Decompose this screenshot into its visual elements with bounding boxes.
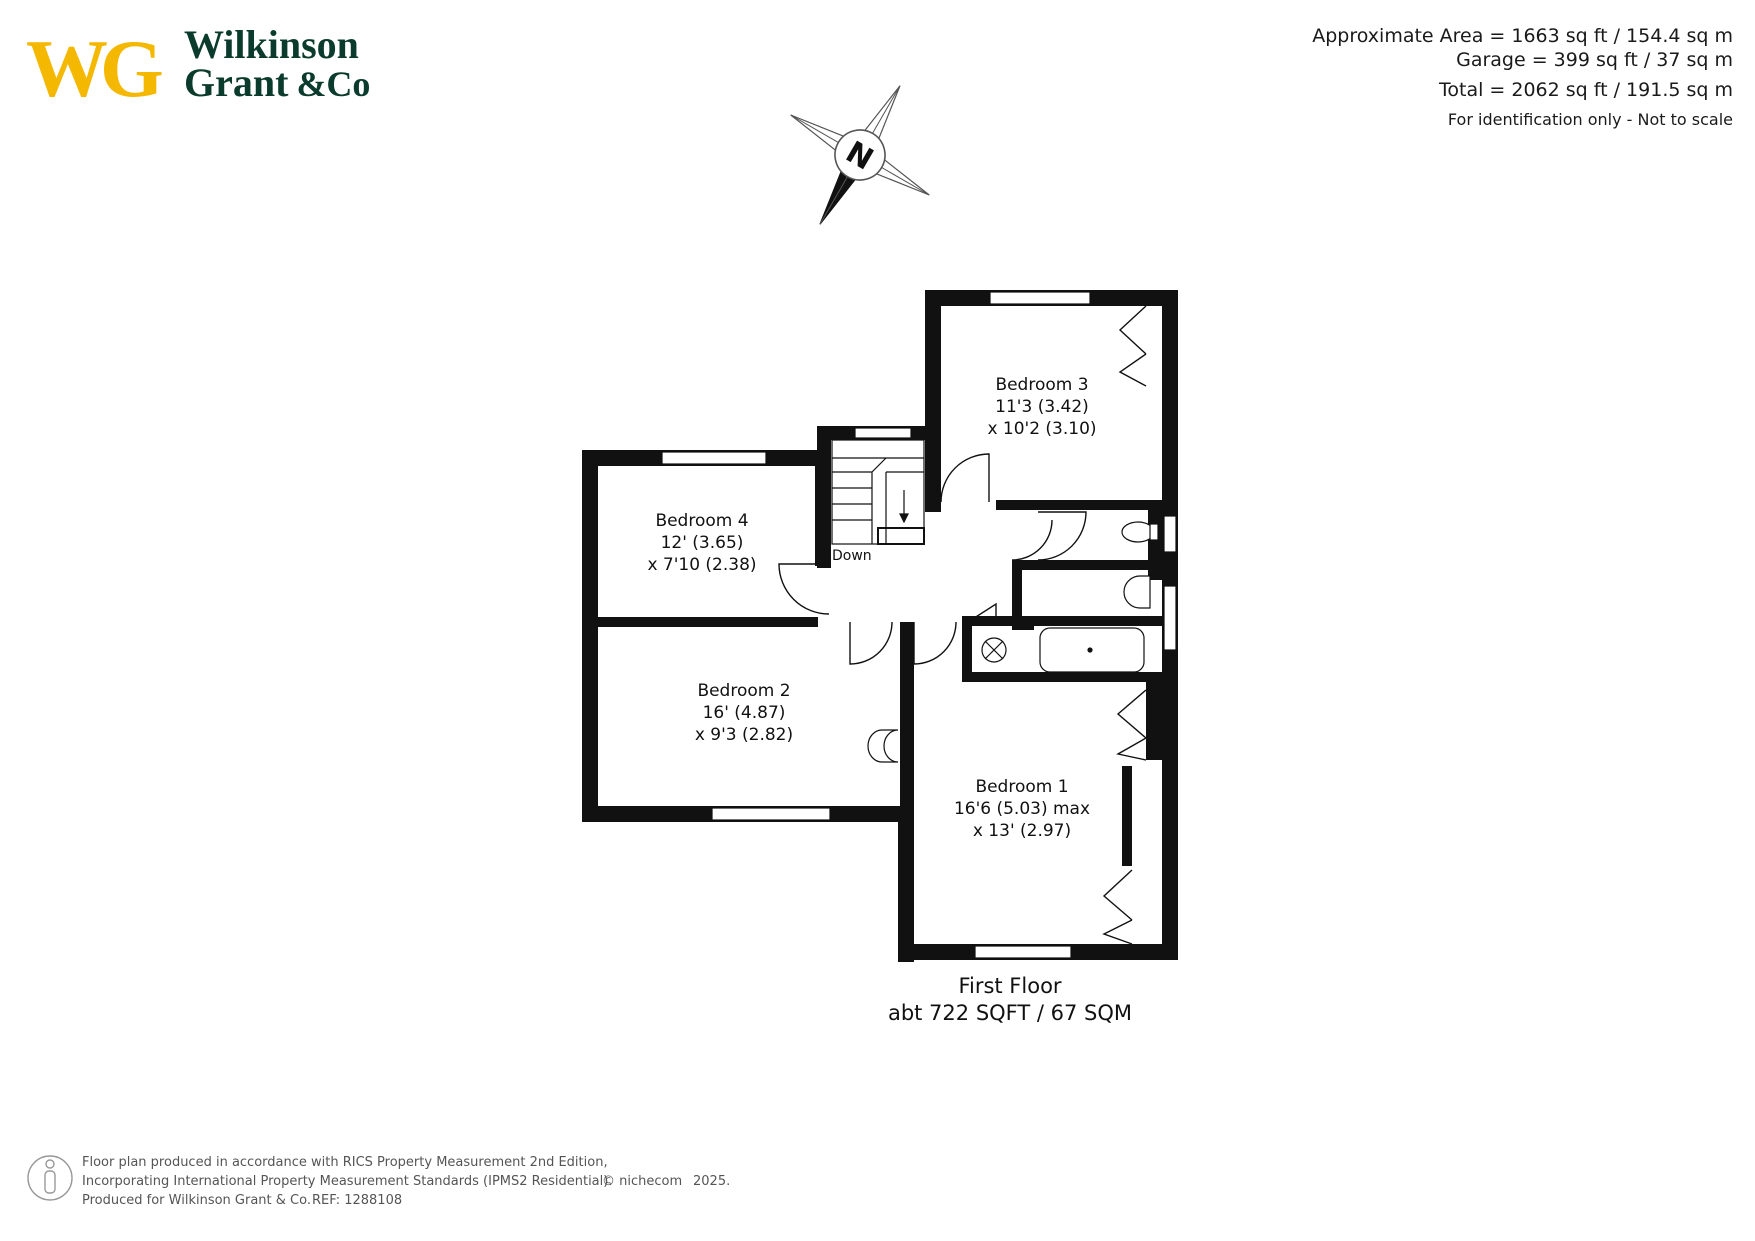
door-bedroom2 xyxy=(849,621,893,665)
scale-disclaimer: For identification only - Not to scale xyxy=(1448,110,1733,129)
floor-plan: Down Bedroom 3 11'3 (3.42) x 10'2 xyxy=(582,290,1178,1025)
door-bedroom4 xyxy=(778,563,830,615)
bedroom2-name: Bedroom 2 xyxy=(697,681,790,701)
bedroom1-dim2: x 13' (2.97) xyxy=(973,821,1071,841)
windows xyxy=(661,291,1177,959)
window-bedroom1 xyxy=(974,945,1072,959)
bedroom3-dim1: 11'3 (3.42) xyxy=(995,397,1089,417)
window-wc xyxy=(1163,515,1177,553)
bedroom4-name: Bedroom 4 xyxy=(655,511,748,531)
toilet-icon xyxy=(1121,521,1155,543)
floor-caption: First Floor abt 722 SQFT / 67 SQM xyxy=(888,974,1132,1025)
logo-name-grant: Grant xyxy=(184,60,289,105)
logo-name-co: &Co xyxy=(296,64,370,104)
window-bathroom xyxy=(1163,585,1177,651)
door-bedroom3 xyxy=(940,453,990,503)
footer-line2: Incorporating International Property Mea… xyxy=(82,1174,612,1189)
wardrobe-doors xyxy=(1102,305,1147,945)
total-area: Total = 2062 sq ft / 191.5 sq m xyxy=(1438,79,1733,101)
approximate-area: Approximate Area = 1663 sq ft / 154.4 sq… xyxy=(1312,25,1733,47)
room-labels: Bedroom 3 11'3 (3.42) x 10'2 (3.10) Bedr… xyxy=(647,375,1096,841)
door-wc xyxy=(1037,511,1087,561)
footer-year: 2025. xyxy=(693,1174,730,1189)
bedroom1-name: Bedroom 1 xyxy=(975,777,1068,797)
footer-ref: REF: 1288108 xyxy=(312,1193,402,1208)
bedroom2-dim1: 16' (4.87) xyxy=(703,703,786,723)
door-ensuite xyxy=(1011,519,1053,561)
footer-line3: Produced for Wilkinson Grant & Co. xyxy=(82,1193,311,1208)
door-bedroom1 xyxy=(913,621,957,665)
bedroom4-dim2: x 7'10 (2.38) xyxy=(647,555,756,575)
staircase xyxy=(831,439,925,545)
fixtures xyxy=(867,521,1159,763)
door-cupboard xyxy=(967,602,997,623)
window-bedroom2 xyxy=(711,807,831,821)
bedroom4-dim1: 12' (3.65) xyxy=(661,533,744,553)
compass-rose-icon: N xyxy=(790,85,930,225)
walls xyxy=(582,290,1178,962)
window-stairs xyxy=(854,427,912,439)
sink-ensuite-icon xyxy=(1123,575,1151,609)
bedroom3-dim2: x 10'2 (3.10) xyxy=(987,419,1096,439)
stairs-down-label: Down xyxy=(832,548,872,564)
doors xyxy=(778,453,1087,665)
footer-copyright: © nichecom xyxy=(602,1174,682,1189)
footer: Floor plan produced in accordance with R… xyxy=(27,1155,730,1208)
garage-area: Garage = 399 sq ft / 37 sq m xyxy=(1456,49,1733,71)
logo-name-line2: Grant&Co xyxy=(184,60,370,105)
sink-bedroom2-icon xyxy=(867,729,899,763)
footer-line1: Floor plan produced in accordance with R… xyxy=(82,1155,608,1170)
window-bedroom4 xyxy=(661,451,767,465)
area-summary: Approximate Area = 1663 sq ft / 154.4 sq… xyxy=(1312,25,1733,129)
logo-name-line1: Wilkinson xyxy=(184,22,359,67)
floor-area: abt 722 SQFT / 67 SQM xyxy=(888,1001,1132,1025)
window-bedroom3 xyxy=(989,291,1091,305)
bedroom1-dim1: 16'6 (5.03) max xyxy=(954,799,1090,819)
floor-name: First Floor xyxy=(958,974,1061,998)
logo-monogram: WG xyxy=(26,23,162,114)
bedroom2-dim2: x 9'3 (2.82) xyxy=(695,725,793,745)
bedroom3-name: Bedroom 3 xyxy=(995,375,1088,395)
brand-logo: WG Wilkinson Grant&Co xyxy=(26,22,370,114)
person-icon xyxy=(27,1155,73,1201)
